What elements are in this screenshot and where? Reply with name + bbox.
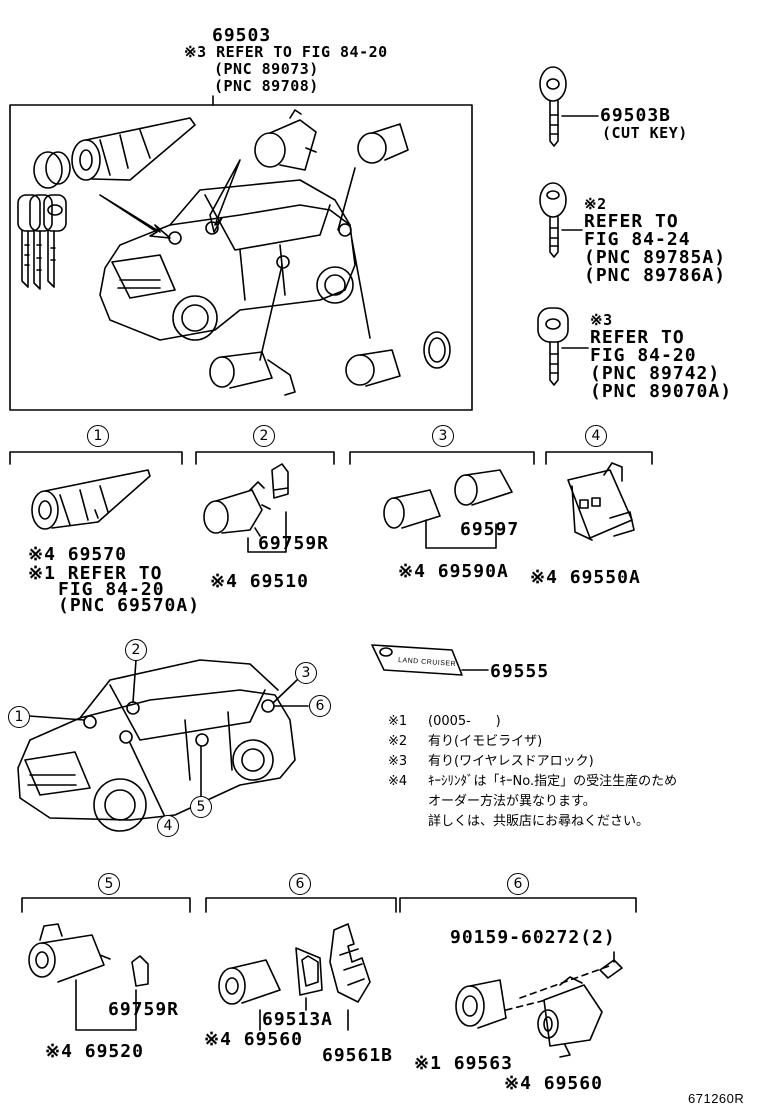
group-6a-badge: 6 (289, 873, 311, 895)
group-6b-part-c: ※4 69560 (504, 1073, 603, 1094)
note-2-text: 有り(イモビライザ) (428, 734, 543, 749)
key-fob-part: 69555 (490, 661, 550, 682)
group-2-badge: 2 (253, 425, 275, 447)
car-callout-3: 3 (295, 662, 317, 684)
kit-frame (9, 104, 473, 411)
group-1-ref-1: ※1 REFER TO (28, 563, 163, 584)
group-6b-part-b: ※1 69563 (414, 1053, 513, 1074)
car-callout-6: 6 (309, 695, 331, 717)
pointer-arrows (99, 159, 371, 361)
immobilizer-key-ref-2: FIG 84-24 (584, 229, 691, 250)
figure-id: 671260R (688, 1091, 745, 1106)
group-4-badge: 4 (585, 425, 607, 447)
group-1-part: ※4 69570 (28, 544, 127, 565)
note-1-text: (0005- ) (428, 714, 501, 729)
wireless-key-ref-3: (PNC 89742) (590, 363, 721, 384)
callout-leaders (28, 659, 309, 818)
key-fob-illustration (371, 644, 489, 676)
door-cylinder-illustration (254, 109, 409, 171)
group-5-part-b: ※4 69520 (45, 1041, 144, 1062)
group-3-part-a: 69597 (460, 519, 520, 540)
note-2-mark: ※2 (388, 734, 408, 749)
cut-key-illustration (539, 66, 599, 147)
group-6b-badge: 6 (507, 873, 529, 895)
immobilizer-key-mark: ※2 (584, 195, 607, 213)
group-brackets (9, 451, 653, 913)
kit-pnc-1: (PNC 89073) (214, 60, 319, 78)
car-callout-2: 2 (125, 639, 147, 661)
note-4-mark: ※4 (388, 774, 408, 789)
door-cylinder-part-5 (28, 923, 149, 1031)
immobilizer-key-ref-1: REFER TO (584, 211, 679, 232)
group-3-badge: 3 (432, 425, 454, 447)
vehicle-illustration-top (99, 179, 356, 341)
group-5-part-a: 69759R (108, 999, 180, 1020)
group-1-ref-2: FIG 84-20 (58, 579, 165, 600)
note-3-text: 有り(ワイヤレスドアロック) (428, 754, 594, 769)
note-5-text: オーダー方法が異なります。 (428, 794, 596, 809)
kit-part-number: 69503 (212, 25, 272, 46)
car-callout-1: 1 (8, 706, 30, 728)
group-6b-part-a: 90159-60272(2) (450, 927, 616, 948)
door-cylinder-part-6b (455, 951, 623, 1058)
group-6a-part-b: ※4 69560 (204, 1029, 303, 1050)
group-5-badge: 5 (98, 873, 120, 895)
group-3-part-b: ※4 69590A (398, 561, 509, 582)
group-1-ref-3: (PNC 69570A) (58, 595, 201, 616)
wireless-key-illustration (537, 307, 589, 386)
immobilizer-key-illustration (539, 182, 583, 258)
immobilizer-key-ref-4: (PNC 89786A) (584, 265, 727, 286)
ignition-cylinder-part (31, 469, 151, 530)
note-3-mark: ※3 (388, 754, 408, 769)
car-callout-5: 5 (190, 796, 212, 818)
back-door-lock-part-4 (567, 462, 635, 541)
group-4-part: ※4 69550A (530, 567, 641, 588)
kit-pnc-2: (PNC 89708) (214, 77, 319, 95)
note-4-text: ｷｰｼﾘﾝﾀﾞは「ｷｰNo.指定」の受注生産のため (428, 774, 678, 789)
wireless-key-mark: ※3 (590, 311, 613, 329)
wireless-key-ref-4: (PNC 89070A) (590, 381, 733, 402)
back-door-cylinder-illustration (209, 331, 451, 396)
immobilizer-key-ref-3: (PNC 89785A) (584, 247, 727, 268)
group-2-part-a: 69759R (258, 533, 330, 554)
group-1-badge: 1 (87, 425, 109, 447)
group-6a-part-a: 69513A (262, 1009, 334, 1030)
cut-key-part-number: 69503B (600, 105, 672, 126)
note-1-mark: ※1 (388, 714, 408, 729)
door-cylinder-part-2 (203, 463, 289, 553)
group-6a-part-c: 69561B (322, 1045, 394, 1066)
door-cylinder-part-6a (218, 923, 371, 1031)
vehicle-illustration-middle (17, 659, 296, 832)
group-2-part-b: ※4 69510 (210, 571, 309, 592)
cylinder-pair-part-3 (383, 469, 513, 549)
cut-key-note: (CUT KEY) (602, 124, 688, 142)
kit-refer-note: ※3 REFER TO FIG 84-20 (184, 43, 388, 61)
wireless-key-ref-2: FIG 84-20 (590, 345, 697, 366)
wireless-key-ref-1: REFER TO (590, 327, 685, 348)
car-callout-4: 4 (157, 815, 179, 837)
note-6-text: 詳しくは、共販店にお尋ねください。 (428, 814, 650, 829)
ignition-lock-illustration (71, 117, 196, 181)
key-bunch-illustration (17, 151, 71, 290)
